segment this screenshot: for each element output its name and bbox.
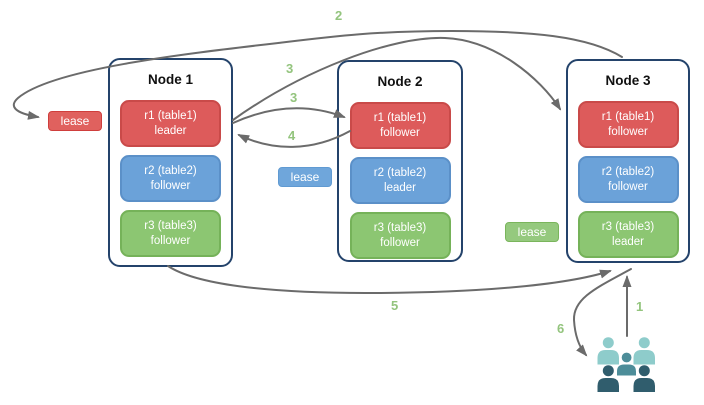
arrow-step-2 <box>12 29 623 120</box>
step-label-5: 5 <box>391 298 399 313</box>
replica-name: r2 (table2) <box>373 166 427 179</box>
node-3: Node 3 r1 (table1) follower r2 (table2) … <box>566 59 690 263</box>
node-3-replicas: r1 (table1) follower r2 (table2) followe… <box>577 101 679 258</box>
replica-role: leader <box>384 181 416 194</box>
node-1: Node 1 r1 (table1) leader r2 (table2) fo… <box>108 58 233 267</box>
step-label-4: 4 <box>288 128 296 143</box>
lease-badge-table2: lease <box>278 167 332 187</box>
replica-role: follower <box>608 180 648 193</box>
node-3-title: Node 3 <box>605 73 651 88</box>
node-1-replica-r3: r3 (table3) follower <box>120 210 221 257</box>
replica-name: r1 (table1) <box>373 111 427 124</box>
step-label-6: 6 <box>557 321 565 336</box>
replica-name: r2 (table2) <box>144 164 197 177</box>
node-3-replica-r2: r2 (table2) follower <box>577 156 679 203</box>
node-2-replicas: r1 (table1) follower r2 (table2) leader … <box>349 102 451 259</box>
node-1-replicas: r1 (table1) leader r2 (table2) follower … <box>120 100 221 257</box>
step-label-3b: 3 <box>290 90 298 105</box>
step-label-3a: 3 <box>286 61 294 76</box>
arrow-step-5 <box>167 265 612 295</box>
step-label-2: 2 <box>335 8 343 23</box>
arrow-step-3-to-node2 <box>232 107 346 124</box>
replica-role: leader <box>612 235 644 248</box>
lease-badge-table3: lease <box>505 222 559 242</box>
replica-name: r3 (table3) <box>373 221 427 234</box>
node-2-replica-r2: r2 (table2) leader <box>349 157 451 204</box>
replica-role: leader <box>154 124 187 137</box>
node-2-replica-r3: r3 (table3) follower <box>349 212 451 259</box>
lease-label: lease <box>60 114 90 128</box>
replica-role: follower <box>380 126 420 139</box>
node-1-replica-r2: r2 (table2) follower <box>120 155 221 202</box>
replica-role: follower <box>380 236 420 249</box>
replica-role: follower <box>608 125 648 138</box>
node-2: Node 2 r1 (table1) follower r2 (table2) … <box>337 60 463 262</box>
replica-name: r2 (table2) <box>601 165 655 178</box>
arrow-step-6 <box>572 268 632 357</box>
step-label-1: 1 <box>636 299 644 314</box>
node-2-replica-r1: r1 (table1) follower <box>349 102 451 149</box>
node-1-replica-r1: r1 (table1) leader <box>120 100 221 147</box>
lease-label: lease <box>290 170 320 184</box>
users-icon <box>597 337 655 392</box>
replica-name: r1 (table1) <box>601 110 655 123</box>
replica-role: follower <box>150 179 191 192</box>
node-3-replica-r3: r3 (table3) leader <box>577 211 679 258</box>
replica-name: r1 (table1) <box>144 109 197 122</box>
lease-badge-table1: lease <box>48 111 102 131</box>
replica-name: r3 (table3) <box>144 219 197 232</box>
replica-role: follower <box>150 234 191 247</box>
lease-label: lease <box>517 225 547 239</box>
node-1-title: Node 1 <box>147 72 193 87</box>
node-2-title: Node 2 <box>377 74 423 89</box>
replica-name: r3 (table3) <box>601 220 655 233</box>
node-3-replica-r1: r1 (table1) follower <box>577 101 679 148</box>
